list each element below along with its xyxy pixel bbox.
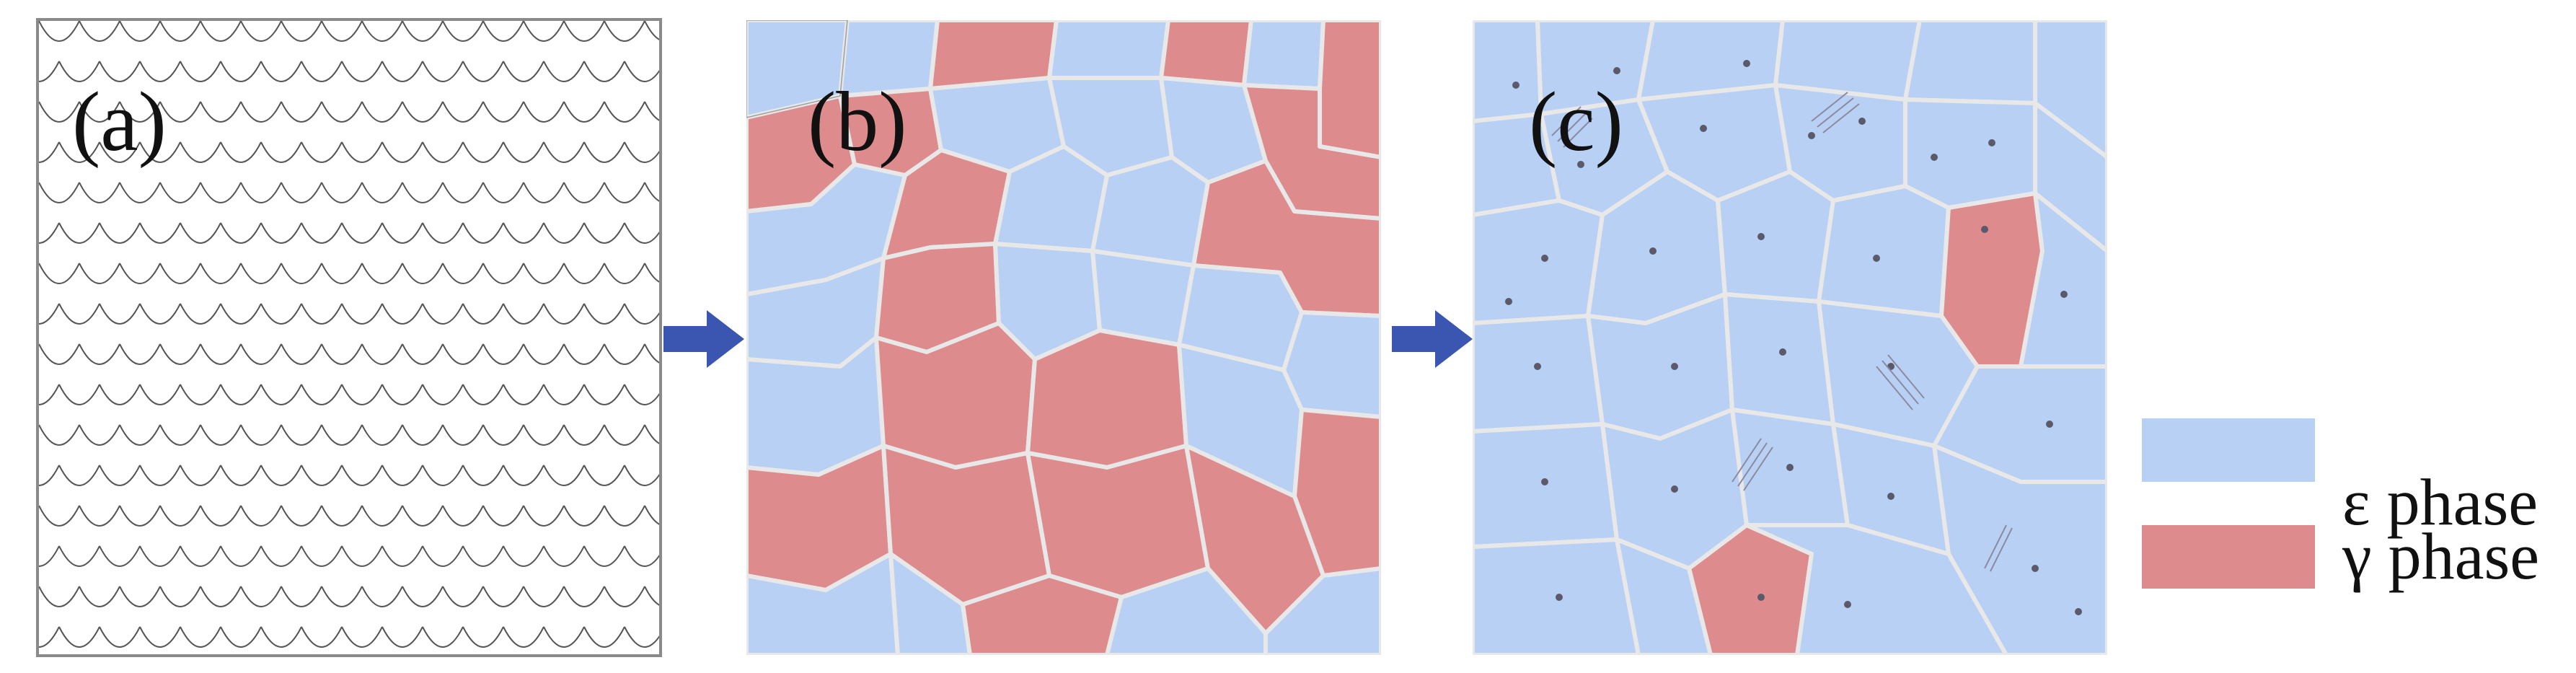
grain [2033,20,2107,159]
grain-map-b [746,20,1381,655]
grain [1903,97,2037,210]
grain [888,552,972,655]
grain [874,321,1037,470]
scale-row [39,21,659,42]
grain [1473,314,1605,434]
grain [1263,566,1381,655]
grain-map-c [1473,20,2107,655]
scale-row [39,141,659,163]
grain [1105,566,1268,655]
scale-row [39,465,659,486]
legend-swatch-gamma [2142,525,2315,589]
scale-row [39,586,659,607]
grain [1047,20,1170,80]
panel-a-initial-structure [36,18,662,657]
scale-row [39,101,659,123]
grain [1744,523,2008,655]
defect-dots [1505,60,2082,615]
scale-row [39,424,659,446]
scale-row [39,182,659,203]
grain [1090,155,1210,268]
grain [1242,20,1326,91]
right-arrow-icon [663,310,744,368]
grain [1723,292,1835,426]
grain [1615,537,1713,655]
panel-b-grain-structure [746,20,1381,655]
grain [1318,20,1381,159]
scale-row [39,303,659,325]
panel-a-label: (a) [72,74,167,169]
panel-b-label: (b) [808,74,907,169]
scale-row [39,545,659,567]
legend-label-gamma: γ phase [2342,519,2540,593]
scale-row [39,343,659,365]
grain [1025,444,1210,599]
scale-row [39,505,659,527]
right-arrow-icon [1392,310,1473,368]
legend-swatch-epsilon [2142,418,2315,482]
grain [1903,20,2037,105]
grain [1817,184,1951,318]
scale-row [39,626,659,648]
scale-row [39,222,659,244]
legend-label-epsilon: ε phase [2342,465,2538,539]
grain [1473,198,1605,325]
scale-pattern [39,21,659,648]
slip-lines [1551,92,2013,572]
grain [1159,20,1253,87]
panel-c-label: (c) [1529,74,1623,169]
scale-row [39,61,659,82]
scale-row [39,384,659,405]
scale-row [39,263,659,284]
grain [1025,328,1188,470]
panel-c-grain-structure [1473,20,2107,655]
grain [2033,101,2107,253]
